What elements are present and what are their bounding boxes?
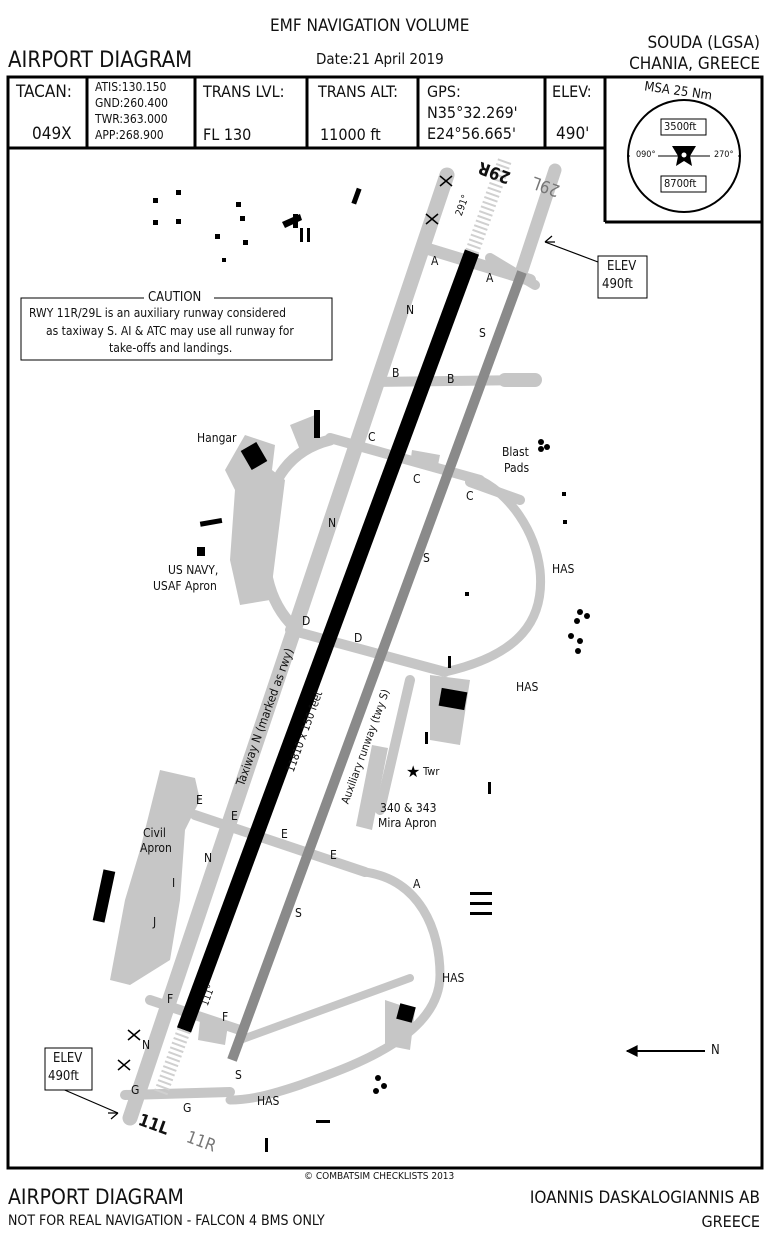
diagram-frame (6, 75, 764, 1170)
closed-marks (117, 175, 453, 1071)
has-label: HAS (552, 562, 575, 576)
taxiway-label-n: N (328, 516, 337, 530)
msa-left-bearing: 090° (636, 150, 656, 160)
twr-freq: TWR:363.000 (95, 112, 168, 126)
taxiway-label-e: E (330, 848, 337, 862)
has-label: HAS (442, 971, 465, 985)
blast-pads-label-1: Blast (502, 445, 529, 459)
taxiway-label-n: N (406, 303, 415, 317)
taxiway-label-f: F (167, 992, 174, 1006)
taxiway-label-e: E (231, 809, 238, 823)
tower-label: Twr (423, 765, 440, 778)
taxiway-label-a: A (431, 254, 439, 268)
trans-lvl-value: FL 130 (203, 125, 252, 144)
msa-south-alt: 8700ft (664, 177, 697, 190)
app-freq: APP:268.900 (95, 128, 164, 142)
footer-country: GREECE (701, 1212, 761, 1231)
taxiways (120, 163, 562, 1126)
trans-alt-label: TRANS ALT: (318, 82, 398, 101)
usnavy-label-2: USAF Apron (153, 579, 217, 593)
arrows (59, 235, 705, 1120)
taxiway-label-s: S (235, 1068, 242, 1082)
has-label: HAS (516, 680, 539, 694)
taxiway-label-b: B (392, 366, 400, 380)
elev-callout-s-1: ELEV (53, 1051, 83, 1066)
civil-apron-label-1: Civil (143, 826, 166, 840)
copyright: © COMBATSIM CHECKLISTS 2013 (304, 1171, 455, 1182)
gps-label: GPS: (427, 82, 461, 101)
aprons (110, 415, 470, 1050)
taxiway-label-a: A (413, 877, 421, 891)
page-title: AIRPORT DIAGRAM (8, 48, 193, 73)
caution-line-3: take-offs and landings. (109, 341, 233, 355)
elev-callout-n-2: 490ft (602, 277, 633, 292)
elev-callout-south (44, 1047, 93, 1091)
taxiway-label-s: S (423, 551, 430, 565)
taxiway-label-a: A (486, 271, 494, 285)
main-runway-11L-29R (176, 249, 480, 1033)
usnavy-label-1: US NAVY, (168, 563, 219, 577)
atis-freq: ATIS:130.150 (95, 80, 167, 94)
blast-pads-label-2: Pads (504, 461, 530, 475)
taxiway-label-b: B (447, 372, 455, 386)
caution-line-1: RWY 11R/29L is an auxiliary runway consi… (29, 306, 286, 320)
taxiway-label-i: I (172, 876, 176, 890)
msa-diagram (627, 99, 741, 213)
taxiway-label-f: F (222, 1010, 229, 1024)
taxiway-label-e: E (281, 827, 288, 841)
trans-alt-value: 11000 ft (320, 125, 381, 144)
tacan-value: 049X (32, 124, 72, 144)
msa-north-alt: 3500ft (664, 120, 697, 133)
elev-callout-s-2: 490ft (48, 1069, 79, 1084)
mira-apron-label-2: Mira Apron (378, 816, 437, 830)
hangar-label: Hangar (197, 431, 237, 445)
tower-icon: ★ (406, 764, 420, 781)
elev-value: 490' (556, 124, 590, 144)
elev-label: ELEV: (552, 82, 592, 101)
caution-line-2: as taxiway S. AI & ATC may use all runwa… (46, 324, 294, 338)
footer-title: AIRPORT DIAGRAM (8, 1185, 184, 1209)
taxiway-label-c: C (413, 472, 421, 486)
taxiway-label-s: S (479, 326, 486, 340)
gnd-freq: GND:260.400 (95, 96, 169, 110)
taxiway-label-d: D (302, 614, 311, 628)
elev-callout-n-1: ELEV (607, 259, 637, 274)
taxiway-label-g: G (131, 1083, 140, 1097)
info-dividers (85, 77, 762, 224)
has-label: HAS (257, 1094, 280, 1108)
msa-right-bearing: 270° (714, 150, 734, 160)
airport-location: CHANIA, GREECE (629, 54, 760, 74)
taxiway-label-c: C (368, 430, 376, 444)
taxiway-label-e: E (196, 793, 203, 807)
approach-lights-29R (465, 157, 512, 255)
taxiway-label-j: J (153, 915, 157, 929)
taxiway-label-n: N (142, 1038, 151, 1052)
airport-name: SOUDA (LGSA) (647, 33, 760, 53)
north-indicator-label: N (711, 1043, 720, 1058)
taxiway-label-g: G (183, 1101, 192, 1115)
aux-runway-11R-29L (227, 270, 527, 1062)
approach-lights-11L (153, 1027, 191, 1098)
taxiway-label-d: D (354, 631, 363, 645)
shelters (92, 410, 590, 1152)
footer-disclaimer: NOT FOR REAL NAVIGATION - FALCON 4 BMS O… (8, 1213, 325, 1229)
taxiway-label-c: C (466, 489, 474, 503)
taxiway-label-n: N (204, 851, 213, 865)
caution-title: CAUTION (148, 290, 202, 305)
civil-apron-label-2: Apron (140, 841, 172, 855)
footer-base-name: IOANNIS DASKALOGIANNIS AB (529, 1188, 760, 1208)
elev-callout-north (597, 255, 648, 299)
buildings (153, 187, 362, 262)
trans-lvl-label: TRANS LVL: (203, 82, 285, 101)
gps-lat: N35°32.269' (427, 103, 518, 122)
mira-apron-label-1: 340 & 343 (380, 801, 437, 815)
gps-lon: E24°56.665' (427, 124, 516, 143)
volume-title: EMF NAVIGATION VOLUME (270, 16, 470, 36)
tacan-label: TACAN: (16, 82, 72, 102)
taxiway-label-s: S (295, 906, 302, 920)
chart-date: Date:21 April 2019 (316, 50, 444, 68)
